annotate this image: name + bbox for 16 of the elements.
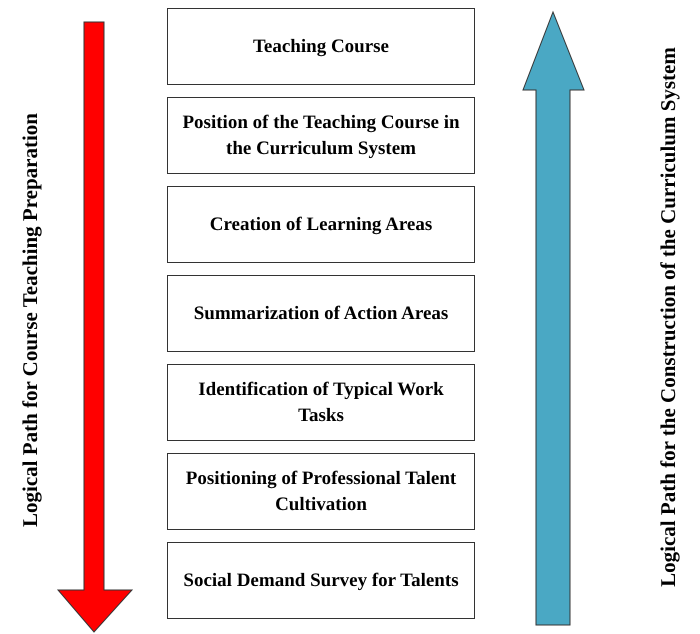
process-box: [167, 186, 475, 263]
process-box: [167, 364, 475, 441]
axis-caption: Logical Path for the Construction of the Curriculum System: [655, 46, 681, 589]
process-box: [167, 97, 475, 174]
process-box: [167, 453, 475, 530]
process-box: [167, 275, 475, 352]
process-box: [167, 8, 475, 85]
box-text: Positioning of Professional Talent Cultivation: [184, 466, 458, 516]
box-text: Position of the Teaching Course in the Curriculum System: [181, 110, 461, 160]
process-box: [167, 542, 475, 619]
axis-caption: Logical Path for Course Teaching Preparation: [17, 112, 43, 529]
box-text: Social Demand Survey for Talents: [182, 568, 460, 592]
box-text: Creation of Learning Areas: [208, 212, 434, 236]
box-text: Teaching Course: [252, 34, 390, 58]
box-text: Identification of Typical Work Tasks: [197, 378, 445, 428]
box-text: Summarization of Action Areas: [192, 302, 450, 326]
